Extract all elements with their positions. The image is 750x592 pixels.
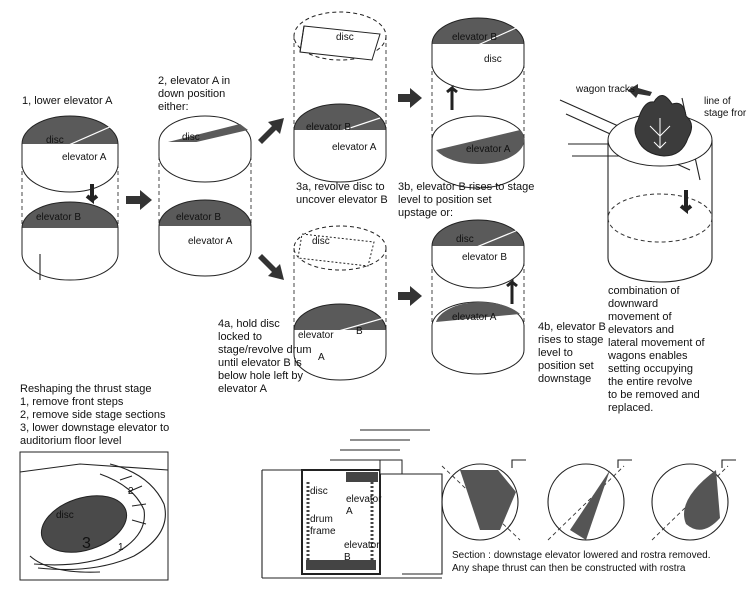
step2-elevator-b-label: elevator B [176,212,221,223]
step1-cylinder [21,115,119,281]
step4a-caption-6: elevator A [218,383,268,395]
thrust-shape-circle-2 [547,459,632,541]
thrust-disc-label: disc [56,510,74,521]
step2-elevator-a-label: elevator A [188,236,233,247]
step4b-cylinder [431,219,525,375]
step1-elevator-a-label: elevator A [62,152,107,163]
section-caption-2: Any shape thrust can then be constructed… [452,563,686,574]
step3b-elevator-a-label: elevator A [466,144,511,155]
step3b-disc-label: disc [484,54,502,65]
section-elevator-b-label-2: B [344,552,351,563]
thrust-shape-circle-1 [441,459,526,541]
step4b-elevator-b-label: elevator B [462,252,507,263]
reshape-step-1: 1, remove front steps [20,396,124,408]
step4a-caption-4: until elevator B is [218,357,302,369]
combo-caption-6: wagons enables [607,350,688,362]
section-elevator-a-label-2: A [346,506,353,517]
section-elevator-a-label-1: elevator [346,494,382,505]
step2-cylinder [158,115,252,277]
reshape-step-2: 2, remove side stage sections [20,409,166,421]
section-caption-1: Section : downstage elevator lowered and… [452,550,710,561]
section-frame-label: frame [310,526,336,537]
step4a-caption-1: 4a, hold disc [218,318,280,330]
step4a-caption-3: stage/revolve drum [218,344,312,356]
step2-disc-label: disc [182,132,200,143]
step4b-elevator-a-label: elevator A [452,312,497,323]
thrust-shape-circle-3 [651,459,736,541]
step4a-elevator-label: elevator [298,330,334,341]
combo-caption-10: replaced. [608,402,653,414]
thrust-num-1-label: 1 [118,542,124,553]
reshape-step-3b: auditorium floor level [20,435,122,447]
step3a-caption-1: 3a, revolve disc to [296,181,385,193]
step3a-elevator-b-label: elevator B [306,122,351,133]
step3a-disc-label: disc [336,32,354,43]
flow-arrow-icon [398,286,422,306]
combo-caption-1: combination of [608,285,680,297]
step3a-caption-2: uncover elevator B [296,194,388,206]
step3a-elevator-a-label: elevator A [332,142,377,153]
section-drawing [261,429,443,579]
combo-caption-9: to be removed and [608,389,700,401]
step3b-elevator-b-label: elevator B [452,32,497,43]
wagon-cylinder [559,84,713,283]
step3b-caption-2: level to position set [398,194,492,206]
reshape-step-3: 3, lower downstage elevator to [20,422,169,434]
thrust-num-3-label: 3 [82,535,91,552]
flow-arrow-icon [398,88,422,108]
combo-caption-7: setting occupying [608,363,693,375]
thrust-num-2-label: 2 [128,486,134,497]
flow-arrow-icon [126,190,152,210]
step1-disc-label: disc [46,135,64,146]
step4a-b-label: B [356,326,363,337]
line-of-stage-front-label-1: line of [704,96,731,107]
section-elevator-b-label-1: elevator [344,540,380,551]
step4a-a-label: A [318,352,325,363]
branch-up-arrow-icon [258,118,284,144]
section-drum-label: drum [310,514,333,525]
thrust-stage-sketch [19,451,169,581]
step4a-caption-5: below hole left by [218,370,303,382]
step4b-caption-4: position set [538,360,594,372]
step4b-disc-label: disc [456,234,474,245]
branch-down-arrow-icon [258,254,284,280]
reshape-title: Reshaping the thrust stage [20,383,151,395]
step3a-cylinder [293,11,387,183]
combo-caption-5: lateral movement of [608,337,706,349]
line-of-stage-front-label-2: stage fror [704,108,747,119]
section-disc-label: disc [310,486,328,497]
step4b-caption-3: level to [538,347,573,359]
combo-caption-8: the entire revolve [608,376,692,388]
combo-caption-2: downward [608,298,658,310]
combo-caption-4: elevators and [608,324,674,336]
step4a-cylinder [293,225,387,381]
step4a-disc-label: disc [312,236,330,247]
wagon-tracks-label: wagon tracks [575,84,635,95]
step3b-caption-3: upstage or: [398,207,453,219]
step4b-caption-2: rises to stage [538,334,603,346]
step3b-cylinder [431,17,525,189]
step2-caption-1: 2, elevator A in [158,75,230,87]
step2-caption-3: either: [158,101,189,113]
step2-caption-2: down position [158,88,225,100]
step1-elevator-b-label: elevator B [36,212,81,223]
step3b-caption-1: 3b, elevator B rises to stage [398,181,534,193]
step4a-caption-2: locked to [218,331,262,343]
step4b-caption-5: downstage [538,373,591,385]
step1-caption: 1, lower elevator A [22,95,113,107]
step4b-caption-1: 4b, elevator B [538,321,606,333]
combo-caption-3: movement of [608,311,673,323]
